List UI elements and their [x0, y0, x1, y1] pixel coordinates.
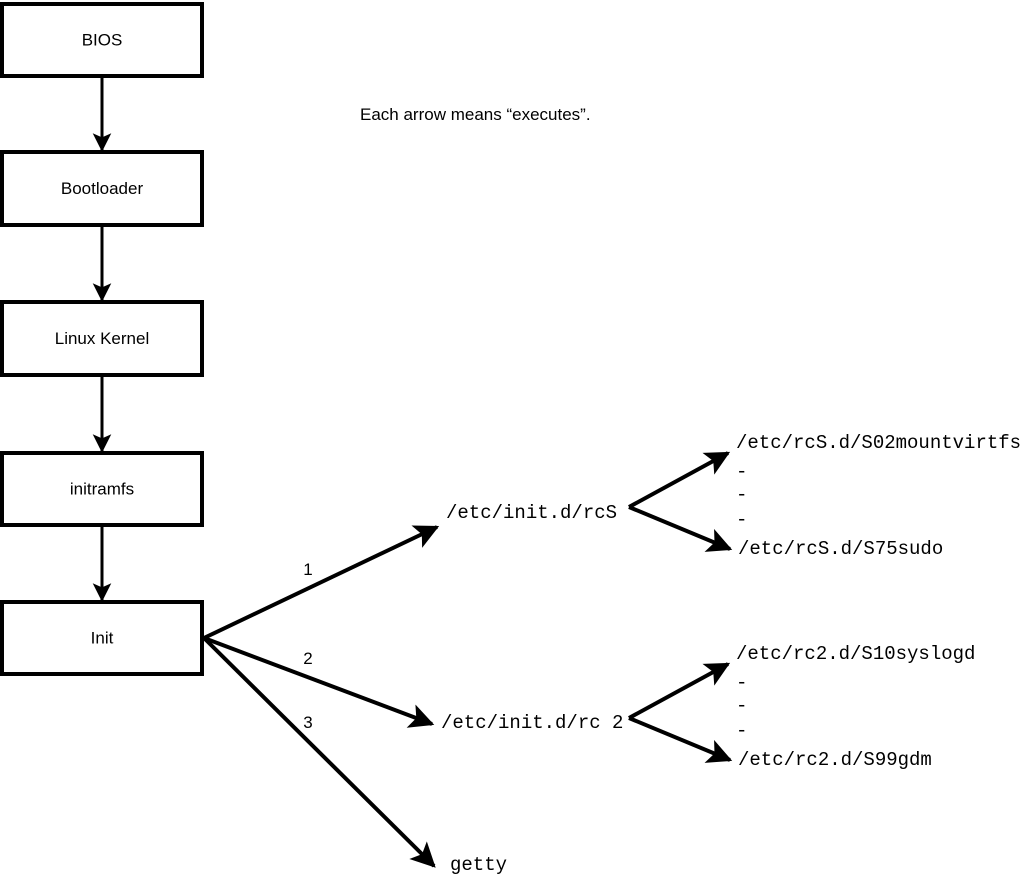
branch-target-label-branch-3: getty [450, 854, 507, 875]
rcs-subtree-ellipsis-3: - [736, 509, 747, 531]
branch-order-label-branch-3: 3 [303, 713, 312, 732]
box-outline-bootloader [0, 150, 204, 227]
box-label-initramfs: initramfs [70, 479, 134, 498]
process-box-bootloader[interactable]: Bootloader [0, 150, 204, 227]
arrow-rc2-subtree-first [628, 662, 731, 720]
arrow-rcs-subtree-last [628, 505, 733, 552]
process-box-bios[interactable]: BIOS [0, 2, 204, 78]
arrow-rc2-subtree-last [628, 716, 733, 763]
process-box-kernel[interactable]: Linux Kernel [0, 300, 204, 377]
rc2-subtree-last-label: /etc/rc2.d/S99gdm [738, 749, 932, 771]
rc2-subtree-first-label: /etc/rc2.d/S10syslogd [736, 643, 975, 665]
init-branch-branch-1: 1/etc/init.d/rcS [203, 502, 617, 640]
arrow-branch-2 [203, 636, 435, 728]
process-box-init[interactable]: Init [0, 600, 204, 676]
branch-order-label-branch-1: 1 [303, 560, 312, 579]
rcs-subtree-last-label: /etc/rcS.d/S75sudo [738, 538, 943, 560]
rcs-subtree-first-label: /etc/rcS.d/S02mountvirtfs [736, 432, 1021, 454]
box-label-bootloader: Bootloader [61, 179, 144, 198]
diagram-caption: Each arrow means “executes”. [360, 105, 591, 124]
arrow-branch-3 [202, 636, 436, 868]
rcs-subtree: /etc/rcS.d/S02mountvirtfs/etc/rcS.d/S75s… [628, 432, 1021, 560]
rc2-subtree-ellipsis-1: - [736, 672, 747, 694]
box-label-kernel: Linux Kernel [55, 329, 150, 348]
rc2-subtree-ellipsis-2: - [736, 695, 747, 717]
init-branch-branch-2: 2/etc/init.d/rc 2 [203, 636, 623, 734]
box-label-bios: BIOS [82, 30, 123, 49]
branch-target-label-branch-1: /etc/init.d/rcS [446, 502, 617, 524]
branch-target-label-branch-2: /etc/init.d/rc 2 [441, 712, 623, 734]
rc2-subtree-ellipsis-3: - [736, 720, 747, 742]
rcs-subtree-ellipsis-1: - [736, 461, 747, 483]
runlevel-subtrees-group: /etc/rcS.d/S02mountvirtfs/etc/rcS.d/S75s… [628, 432, 1021, 771]
box-outline-init [0, 600, 204, 676]
branch-order-label-branch-2: 2 [303, 649, 312, 668]
arrow-rcs-subtree-first [628, 451, 731, 509]
box-outline-initramfs [0, 451, 204, 527]
init-branch-branch-3: 3 getty [202, 636, 507, 875]
box-outline-bios [0, 2, 204, 78]
box-label-init: Init [91, 628, 114, 647]
rcs-subtree-ellipsis-2: - [736, 484, 747, 506]
box-outline-kernel [0, 300, 204, 377]
process-box-initramfs[interactable]: initramfs [0, 451, 204, 527]
arrow-branch-1 [203, 525, 440, 640]
rc2-subtree: /etc/rc2.d/S10syslogd/etc/rc2.d/S99gdm--… [628, 643, 975, 771]
